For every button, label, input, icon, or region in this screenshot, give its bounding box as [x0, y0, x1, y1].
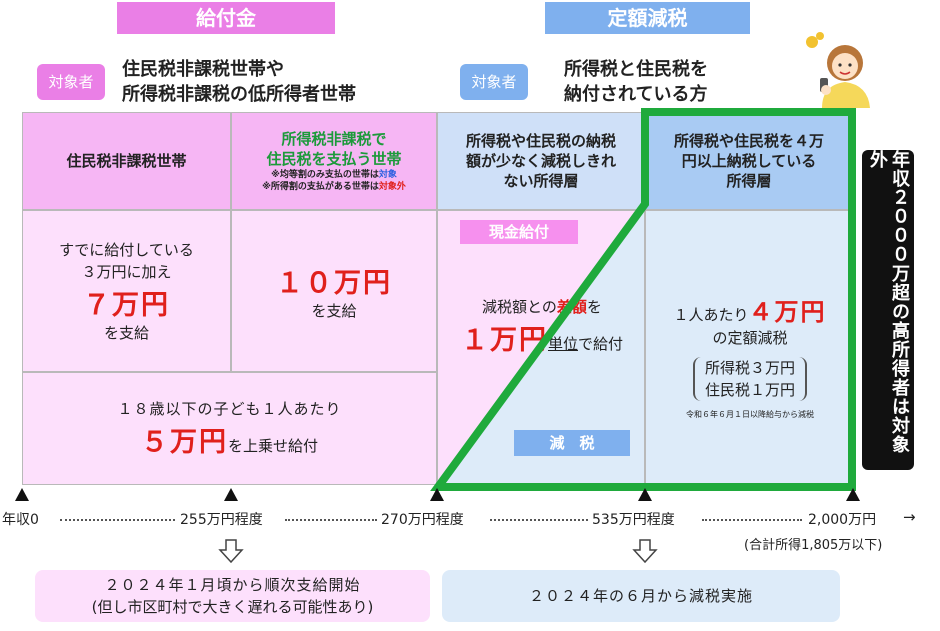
axis-sublabel-2000: (合計所得1,805万以下) — [744, 538, 883, 553]
col4-header-line2: 円以上納税している — [681, 152, 817, 170]
tax-schedule-box: ２０２４年の６月から減税実施 — [442, 570, 840, 622]
left-target-badge: 対象者 — [37, 64, 105, 100]
axis-label-0: 年収0 — [2, 512, 39, 528]
right-target-line1: 所得税と住民税を — [564, 59, 708, 80]
col4-body-background — [645, 210, 853, 485]
axis-marker-270 — [430, 488, 444, 501]
benefit-schedule-box: ２０２４年１月頃から順次支給開始 (但し市区町村で大きく遅れる可能性あり) — [35, 570, 430, 622]
col2-note1-prefix: ※均等割のみ支払の世帯は — [271, 170, 379, 180]
child-suffix: を上乗せ給付 — [227, 437, 318, 455]
col1-header-text: 住民税非課税世帯 — [66, 152, 187, 170]
right-target-line2: 納付されている方 — [564, 84, 708, 105]
child-bonus-cell: １８歳以下の子ども１人あたり ５万円を上乗せ給付 — [22, 372, 437, 485]
col2-header-line1: 所得税非課税で — [281, 130, 387, 148]
col1-body-line1: すでに給付している — [59, 240, 194, 259]
col2-body-cell: １０万円 を支給 — [231, 210, 437, 372]
col2-note1-suffix: 対象 — [378, 170, 397, 180]
tax-schedule-line: ２０２４年の６月から減税実施 — [528, 587, 753, 605]
right-section-header: 定額減税 — [545, 2, 750, 34]
col3-line2-suffix: で給付 — [578, 335, 624, 353]
col3-header-cell: 所得税や住民税の納税 額が少なく減税しきれ ない所得層 — [437, 112, 645, 210]
person-illustration — [806, 32, 870, 108]
col2-body-line: を支給 — [311, 301, 357, 320]
right-target-text: 所得税と住民税を 納付されている方 — [564, 57, 708, 107]
col4-note: 令和６年６月１日以降給与から減税 — [686, 410, 814, 419]
axis-label-255: 255万円程度 — [180, 512, 263, 528]
col3-line1-prefix: 減税額との — [482, 298, 557, 316]
down-arrow-left-icon — [218, 539, 244, 564]
col3-body-text: 減税額との差額を １万円単位で給付 — [446, 296, 638, 357]
col2-note2-suffix: 対象外 — [378, 182, 406, 192]
col2-note2-prefix: ※所得割の支払がある世帯は — [262, 182, 379, 192]
col1-body-line2: ３万円に加え — [81, 262, 172, 281]
col2-header-line2: 住民税を支払う世帯 — [266, 150, 402, 168]
axis-marker-0 — [15, 488, 29, 501]
right-target-badge: 対象者 — [460, 64, 528, 100]
left-target-line2: 所得税非課税の低所得者世帯 — [122, 84, 356, 105]
axis-dots-2 — [285, 519, 377, 521]
cash-payment-label: 現金給付 — [460, 220, 578, 244]
axis-dots-1 — [60, 519, 175, 521]
col4-body-amount: ４万円 — [748, 298, 827, 326]
col4-bracket-line1: 所得税３万円 — [704, 359, 795, 377]
axis-label-270: 270万円程度 — [381, 512, 464, 528]
axis-dots-3 — [490, 519, 588, 521]
col2-header-cell: 所得税非課税で 住民税を支払う世帯 ※均等割のみ支払の世帯は対象 ※所得割の支払… — [231, 112, 437, 210]
benefit-schedule-line1: ２０２４年１月頃から順次支給開始 — [104, 576, 361, 594]
axis-arrow: → — [903, 508, 916, 526]
left-section-header: 給付金 — [117, 2, 335, 34]
col3-header-line1: 所得税や住民税の納税 — [465, 132, 616, 150]
col4-header-line3: 所得層 — [726, 172, 772, 190]
col2-body-amount: １０万円 — [276, 267, 392, 299]
col1-body-cell: すでに給付している ３万円に加え ７万円 を支給 — [22, 210, 231, 372]
col3-line2-under: 単位 — [547, 335, 578, 353]
axis-marker-535 — [638, 488, 652, 501]
col1-body-amount: ７万円 — [83, 289, 170, 321]
child-line1: １８歳以下の子ども１人あたり — [117, 400, 342, 418]
left-target-line1: 住民税非課税世帯や — [122, 59, 284, 80]
col4-bracket-line2: 住民税１万円 — [704, 381, 795, 399]
col4-body-prefix: １人あたり — [673, 306, 749, 324]
axis-label-535: 535万円程度 — [592, 512, 675, 528]
left-target-text: 住民税非課税世帯や 所得税非課税の低所得者世帯 — [122, 57, 356, 107]
col3-header-line2: 額が少なく減税しきれ — [465, 152, 616, 170]
col3-header-line3: ない所得層 — [503, 172, 579, 190]
col3-body-amount: １万円 — [460, 325, 548, 356]
col3-line1-suffix: を — [586, 298, 602, 316]
axis-marker-2000 — [846, 488, 860, 501]
high-income-note: 年収２０００万超の高所得者は対象外 — [862, 150, 914, 470]
tax-reduction-label: 減 税 — [514, 430, 630, 456]
down-arrow-right-icon — [632, 539, 658, 564]
axis-marker-255 — [224, 488, 238, 501]
axis-dots-4 — [702, 519, 802, 521]
tax-reduction-outline — [430, 108, 856, 491]
col4-header-line1: 所得税や住民税を４万 — [673, 132, 824, 150]
child-amount: ５万円 — [140, 427, 228, 458]
col1-body-line3: を支給 — [103, 323, 149, 342]
axis-label-2000: 2,000万円 — [808, 512, 877, 528]
col4-body-line2: の定額減税 — [712, 329, 788, 347]
high-income-note-text: 年収２０００万超の高所得者は対象外 — [867, 150, 910, 454]
col4-body-text: １人あたり４万円 の定額減税 所得税３万円 住民税１万円 令和６年６月１日以降給… — [650, 292, 850, 420]
benefit-schedule-line2: (但し市区町村で大きく遅れる可能性あり) — [91, 598, 374, 616]
col1-header-cell: 住民税非課税世帯 — [22, 112, 231, 210]
